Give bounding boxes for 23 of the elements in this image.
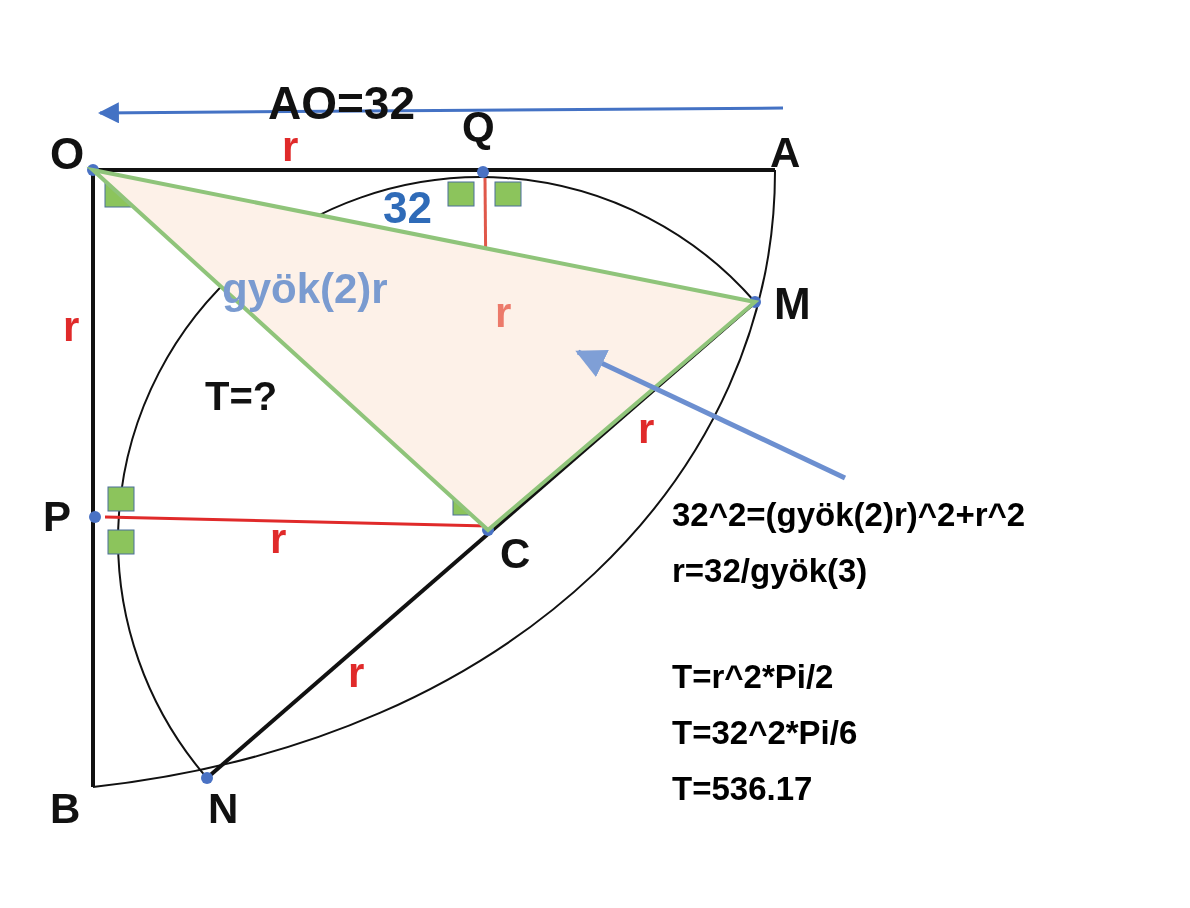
- area-label: T=?: [205, 376, 278, 416]
- point-label: A: [770, 132, 801, 174]
- formula-line: T=r^2*Pi/2: [672, 660, 835, 693]
- formula-line: 32^2=(gyök(2)r)^2+r^2: [672, 498, 1026, 531]
- point-label: B: [50, 788, 81, 830]
- point-label: P: [43, 496, 71, 538]
- length-label: r: [282, 126, 299, 168]
- formula-line: T=536.17: [672, 772, 814, 805]
- length-label: gyök(2)r: [222, 268, 388, 310]
- point-label: M: [774, 282, 811, 326]
- length-label: 32: [383, 186, 432, 230]
- length-label: r: [638, 408, 655, 450]
- point-label: O: [50, 132, 85, 176]
- formula-line: r=32/gyök(3): [672, 554, 869, 587]
- length-label: r: [495, 292, 512, 334]
- point-label: C: [500, 533, 531, 575]
- length-label: r: [63, 306, 80, 348]
- length-label: r: [348, 652, 365, 694]
- point-label: Q: [462, 106, 495, 148]
- length-label: r: [270, 518, 287, 560]
- point-label: N: [208, 788, 239, 830]
- arrow: [575, 349, 847, 481]
- formula-line: T=32^2*Pi/6: [672, 716, 859, 749]
